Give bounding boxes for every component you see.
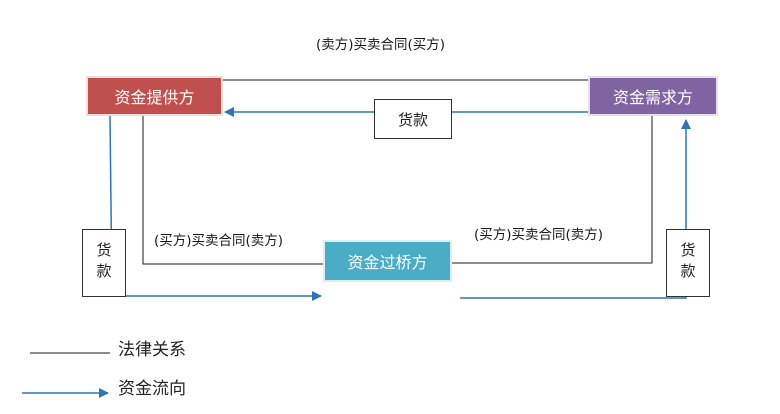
label-contract-left: (买方)买卖合同(卖方)	[154, 233, 284, 249]
payment-box-right: 货款	[666, 229, 710, 297]
legend-fund-flow: 资金流向	[118, 379, 186, 399]
legal-line-right-contract	[452, 116, 653, 264]
legend-legal-relation: 法律关系	[118, 340, 186, 360]
label-contract-right: (买方)买卖合同(卖方)	[474, 227, 604, 243]
node-fund-bridge: 资金过桥方	[323, 240, 452, 282]
node-fund-provider: 资金提供方	[86, 76, 223, 116]
payment-box-left: 货款	[82, 229, 126, 297]
node-fund-demander: 资金需求方	[588, 76, 718, 116]
payment-box-top: 货款	[374, 99, 452, 139]
label-contract-top: (卖方)买卖合同(买方)	[316, 37, 446, 53]
fund-arrow-bridge-to-demander	[460, 119, 691, 299]
fund-arrow-provider-to-bridge	[109, 115, 322, 301]
legal-line-left-contract	[142, 116, 323, 265]
